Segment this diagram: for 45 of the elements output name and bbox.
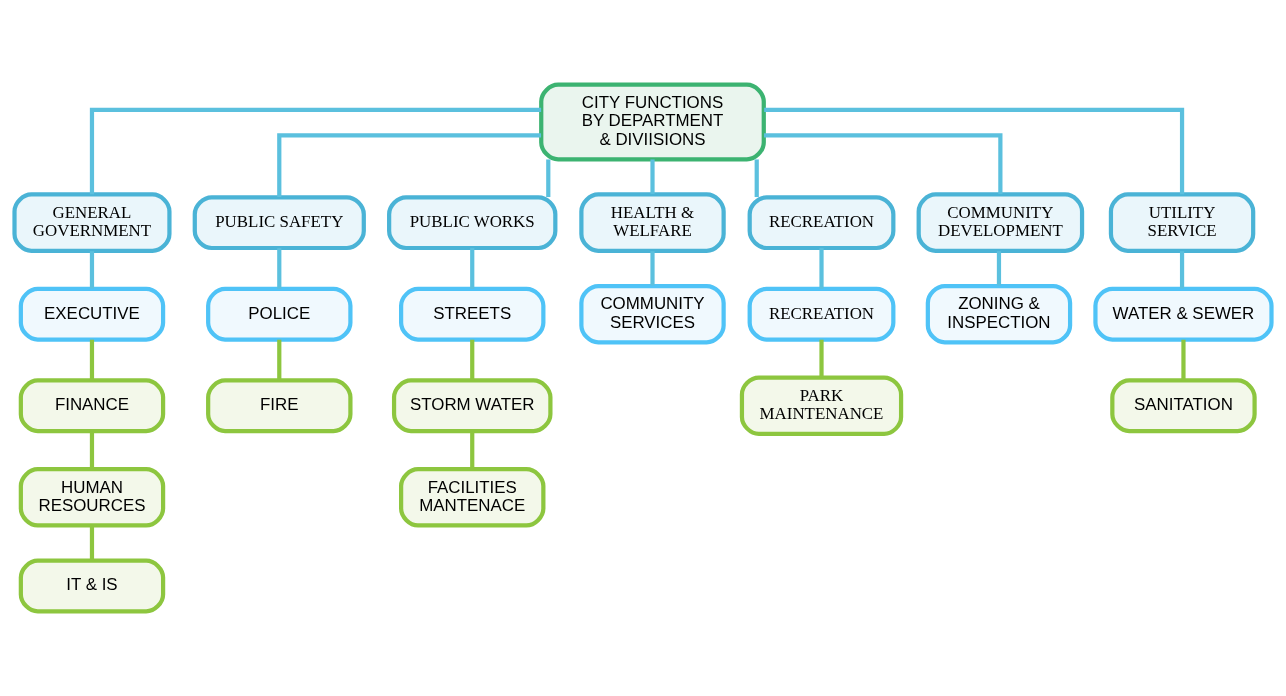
connector [89,251,95,289]
node-box: PUBLIC SAFETY [192,195,366,251]
node-box: PUBLIC WORKS [387,195,558,251]
connector [470,339,475,381]
node-box: PARK MAINTENANCE [739,375,904,437]
connector [546,159,551,198]
node-box: FACILITIES MANTENACE [399,467,546,528]
node-box: WATER & SEWER [1093,286,1274,342]
node-box: HEALTH & WELFARE [579,192,726,253]
node-box: RECREATION [747,195,896,251]
connector [764,107,1185,195]
connector [470,431,475,469]
node-box: EXECUTIVE [18,286,166,342]
node-box: HUMAN RESOURCES [18,467,166,528]
connector [89,339,95,381]
node-box: COMMUNITY DEVELOPMENT [916,192,1085,253]
connector [277,339,282,381]
node-box: SANITATION [1110,378,1257,434]
connector [650,159,655,194]
connector [277,248,282,289]
connector [1179,251,1185,289]
connector [89,107,542,195]
node-box: RECREATION [747,286,896,342]
connector [470,248,475,289]
connector [1181,339,1186,381]
node-box: FIRE [206,378,353,434]
node-box: GENERAL GOVERNMENT [12,192,172,253]
connector [89,525,95,561]
connector [819,248,824,289]
connector [819,339,824,378]
connector [764,133,1003,195]
node-box: STORM WATER [391,378,553,434]
node-box: POLICE [206,286,353,342]
node-box: IT & IS [18,558,166,614]
node-box: STREETS [399,286,546,342]
node-box: ZONING & INSPECTION [925,283,1073,345]
connector [754,159,759,198]
node-box: FINANCE [18,378,166,434]
connector [996,251,1002,286]
connector [277,133,542,197]
node-box: UTILITY SERVICE [1108,192,1256,253]
node-box: COMMUNITY SERVICES [579,283,726,345]
connector [650,251,655,286]
connector [89,431,95,469]
node-box: CITY FUNCTIONS BY DEPARTMENT & DIVIISIONS [539,82,766,162]
